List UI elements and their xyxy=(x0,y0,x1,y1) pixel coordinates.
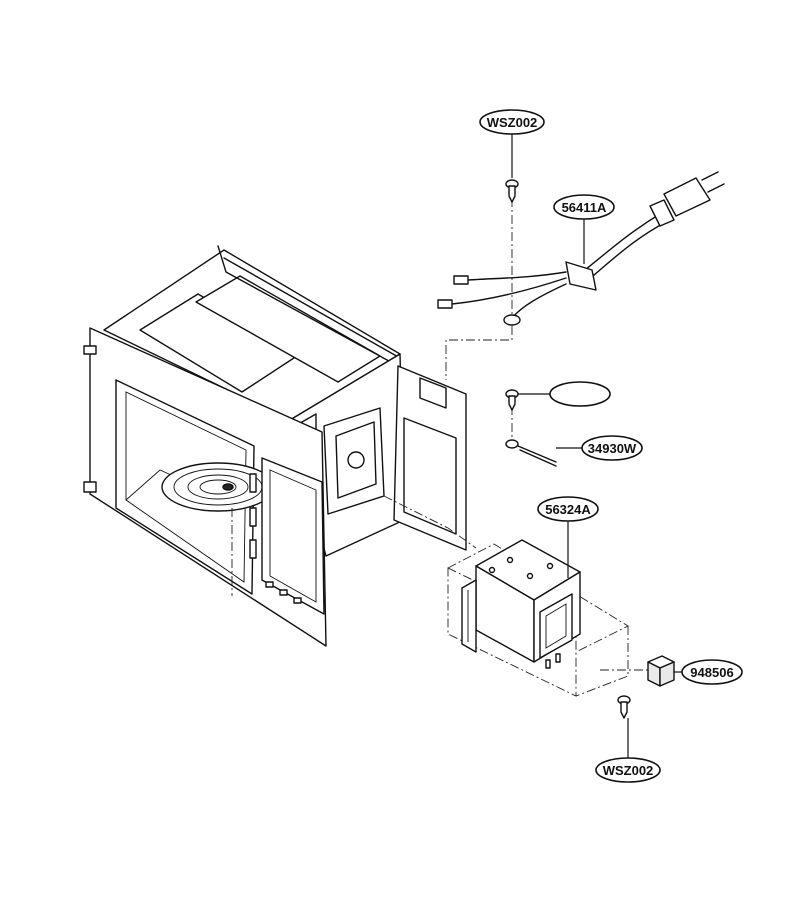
turntable-hub xyxy=(222,483,234,491)
callout-power-cord-label: 56411A xyxy=(562,200,607,215)
ground-screw-shank xyxy=(508,395,516,411)
dash-mount-to-magnetron xyxy=(383,495,477,549)
left-hinge-bottom xyxy=(83,481,97,493)
dash-cord-to-cabinet xyxy=(445,326,513,380)
magnetron-terminal-2 xyxy=(555,653,561,663)
left-hinge-top xyxy=(83,345,97,355)
turntable xyxy=(161,462,275,512)
rear-panel-notch xyxy=(419,377,447,409)
callout-power-cord-ellipse xyxy=(553,194,615,220)
callout-ground-wire: 34930W xyxy=(556,435,643,461)
callout-power-cord: 56411A xyxy=(553,194,615,264)
dash-magnetron-box-side xyxy=(575,626,629,697)
magnetron-window-inner xyxy=(545,603,567,649)
screw-bottom-shank xyxy=(620,701,628,719)
front-slot-a xyxy=(265,581,274,588)
ground-screw-part xyxy=(505,389,519,411)
control-panel-opening xyxy=(269,469,317,603)
ground-wire-body xyxy=(517,445,557,463)
mount-waveguide-hole xyxy=(347,451,365,469)
control-panel-frame xyxy=(261,457,325,615)
power-cord-lead-ground xyxy=(511,283,567,319)
screw-top-part xyxy=(505,179,519,203)
power-cord-cable-b xyxy=(585,221,667,283)
callout-cap-label: 948506 xyxy=(690,665,733,680)
magnetron-cooling-fin-window xyxy=(539,593,573,659)
callout-screw-bottom-ellipse xyxy=(595,757,661,783)
screw-top-shank xyxy=(508,185,516,203)
magnetron-top-hole-3 xyxy=(526,572,534,580)
cavity-door-opening-inner xyxy=(125,391,247,583)
callout-screw-bottom-label: WSZ002 xyxy=(603,763,654,778)
dash-magnetron-box-top xyxy=(447,543,629,653)
magnetron-top-hole-1 xyxy=(488,566,496,574)
callout-ground-wire-label: 34930W xyxy=(588,441,637,456)
power-cord-ground-ring xyxy=(503,314,521,326)
callout-ground-screw xyxy=(518,381,611,407)
callout-cap-ellipse xyxy=(681,659,743,685)
power-cord-terminal-1 xyxy=(453,275,469,285)
turntable-ring-4 xyxy=(199,479,237,495)
ground-wire-body-2 xyxy=(519,449,557,467)
callout-cap: 948506 xyxy=(674,659,743,685)
callout-screw-bottom: WSZ002 xyxy=(595,718,661,783)
microwave-cavity xyxy=(83,245,467,647)
power-cord-lead-2 xyxy=(451,277,567,305)
power-cord-terminal-2 xyxy=(437,299,453,309)
callout-screw-top: WSZ002 xyxy=(479,109,545,178)
magnetron-part xyxy=(461,539,581,669)
cavity-rear-ridge-inner xyxy=(223,257,401,359)
control-panel-slot-3 xyxy=(249,539,257,559)
callout-magnetron-label: 56324A xyxy=(545,502,591,517)
callout-magnetron-ellipse xyxy=(537,496,599,522)
screw-bottom-part xyxy=(617,695,631,719)
power-cord-clamp xyxy=(565,261,597,291)
ground-wire-part xyxy=(505,439,557,467)
turntable-outer-ring xyxy=(161,462,275,512)
magnetron-flange xyxy=(461,579,477,653)
callout-screw-top-ellipse xyxy=(479,109,545,135)
callout-screw-top-label: WSZ002 xyxy=(487,115,538,130)
callout-ground-screw-ellipse xyxy=(549,381,611,407)
front-slot-c xyxy=(293,597,302,604)
power-plug-strain-relief xyxy=(649,199,675,227)
control-panel-slot-1 xyxy=(249,473,257,493)
callout-magnetron: 56324A xyxy=(537,496,599,578)
cap-side-face xyxy=(659,661,675,687)
power-plug-prong-2 xyxy=(707,183,725,193)
turntable-ring-3 xyxy=(187,474,249,500)
power-cord-lead-1 xyxy=(467,271,567,281)
power-plug-body xyxy=(663,177,711,217)
front-slot-b xyxy=(279,589,288,596)
power-cord-part xyxy=(437,171,725,326)
callout-ground-wire-ellipse xyxy=(581,435,643,461)
power-plug xyxy=(649,171,725,227)
control-panel-slot-2 xyxy=(249,507,257,527)
power-plug-prong-1 xyxy=(701,171,719,181)
magnetron-terminal-1 xyxy=(545,659,551,669)
magnetron-top-hole-2 xyxy=(506,556,514,564)
magnetron-top-hole-4 xyxy=(546,562,554,570)
ground-wire-ring xyxy=(505,439,519,449)
cap-part xyxy=(647,655,675,687)
assembly-lines xyxy=(231,198,654,712)
power-cord-cable-a xyxy=(579,213,661,275)
